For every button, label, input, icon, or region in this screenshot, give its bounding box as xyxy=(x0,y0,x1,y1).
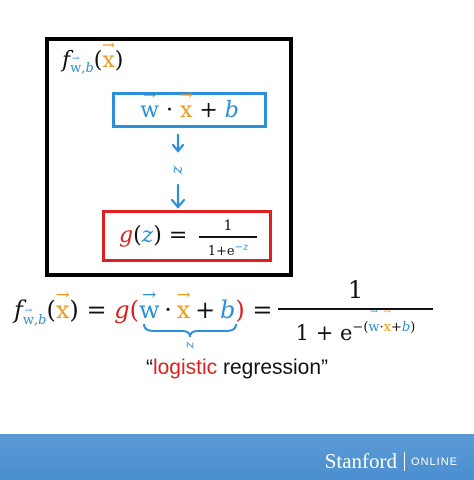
x-vector: x xyxy=(102,48,114,73)
exp-prefix: −( xyxy=(352,320,369,335)
fraction-numerator: 1 xyxy=(223,218,233,234)
open-paren: ( xyxy=(46,296,56,324)
equals-sign: = xyxy=(168,223,188,248)
underbrace-z-label: z xyxy=(183,341,198,349)
w-vector-subscript: w xyxy=(23,313,34,328)
linear-term-box: w · x + b xyxy=(112,92,267,128)
dot-operator: · xyxy=(164,296,172,324)
arrow-bottom-head xyxy=(170,198,186,209)
open-paren: ( xyxy=(93,48,103,73)
close-paren: ) xyxy=(153,223,162,248)
caption-rest: regression” xyxy=(217,356,329,379)
exp-suffix: ) xyxy=(410,320,416,335)
exp-w-vector: w xyxy=(368,314,379,342)
f-symbol: f xyxy=(62,48,71,73)
exp-plus: + xyxy=(391,320,402,335)
brand-divider xyxy=(404,452,406,471)
main-fraction: 1 1 + e−(w·x+b) xyxy=(278,277,433,347)
main-fraction-bar xyxy=(278,308,433,310)
arrow-z-label: z xyxy=(170,165,189,175)
dot-operator: · xyxy=(165,97,173,123)
sigmoid-fraction: 1 1+e−z xyxy=(199,217,257,260)
main-denominator: 1 + e−(w·x+b) xyxy=(278,314,433,347)
w-vector: w xyxy=(140,98,159,123)
plus-operator: + xyxy=(195,296,216,324)
g-function: g xyxy=(119,223,134,248)
x-vector: x xyxy=(180,98,192,123)
inner-open-paren: ( xyxy=(129,296,139,324)
denominator-base: 1+e xyxy=(207,243,235,259)
footer-band xyxy=(0,434,474,480)
denominator-exponent: −z xyxy=(234,241,249,253)
sigmoid-box: g(z) = 1 1+e−z xyxy=(102,210,272,262)
inner-close-paren: ) xyxy=(235,296,245,324)
equals-sign: = xyxy=(86,296,107,324)
underbrace-path xyxy=(143,323,237,338)
box-function-label: fw,b(x) xyxy=(62,48,123,76)
g-function: g xyxy=(114,296,130,324)
z-arrow: z xyxy=(170,133,189,209)
z-variable: z xyxy=(141,223,154,248)
exp-x-vector: x xyxy=(384,314,391,342)
denominator-base: 1 + e xyxy=(295,321,353,345)
caption-highlight: logistic xyxy=(152,356,218,379)
caption: “logistic regression” xyxy=(0,356,474,380)
stanford-online-logo: Stanford ONLINE xyxy=(325,449,458,474)
close-paren: ) xyxy=(114,48,124,73)
exp-b-bias: b xyxy=(401,320,411,335)
main-numerator: 1 xyxy=(347,276,364,304)
denominator-exponent: −(w·x+b) xyxy=(352,320,415,335)
logistic-equation: fw,b(x) = g(w · x + b) = xyxy=(14,296,272,328)
b-bias: b xyxy=(219,296,236,324)
model-box xyxy=(45,37,293,277)
equals-sign-2: = xyxy=(252,296,273,324)
open-paren: ( xyxy=(133,223,142,248)
arrow-top-head xyxy=(171,143,185,153)
brand-suffix: ONLINE xyxy=(411,455,458,468)
exp-dot: · xyxy=(379,320,384,335)
b-bias: b xyxy=(224,97,239,123)
caption-open-quote: “ xyxy=(145,356,153,379)
x-vector: x xyxy=(177,296,191,324)
underbrace: z xyxy=(143,323,237,349)
fraction-bar xyxy=(199,236,257,238)
fraction-denominator: 1+e−z xyxy=(199,240,257,260)
w-vector: w xyxy=(139,296,160,324)
brand-name: Stanford xyxy=(324,449,398,473)
plus-operator: + xyxy=(199,97,218,123)
f-symbol: f xyxy=(14,296,23,324)
w-vector-subscript: w xyxy=(70,61,81,76)
close-paren: ) xyxy=(69,296,79,324)
x-vector: x xyxy=(56,296,70,324)
